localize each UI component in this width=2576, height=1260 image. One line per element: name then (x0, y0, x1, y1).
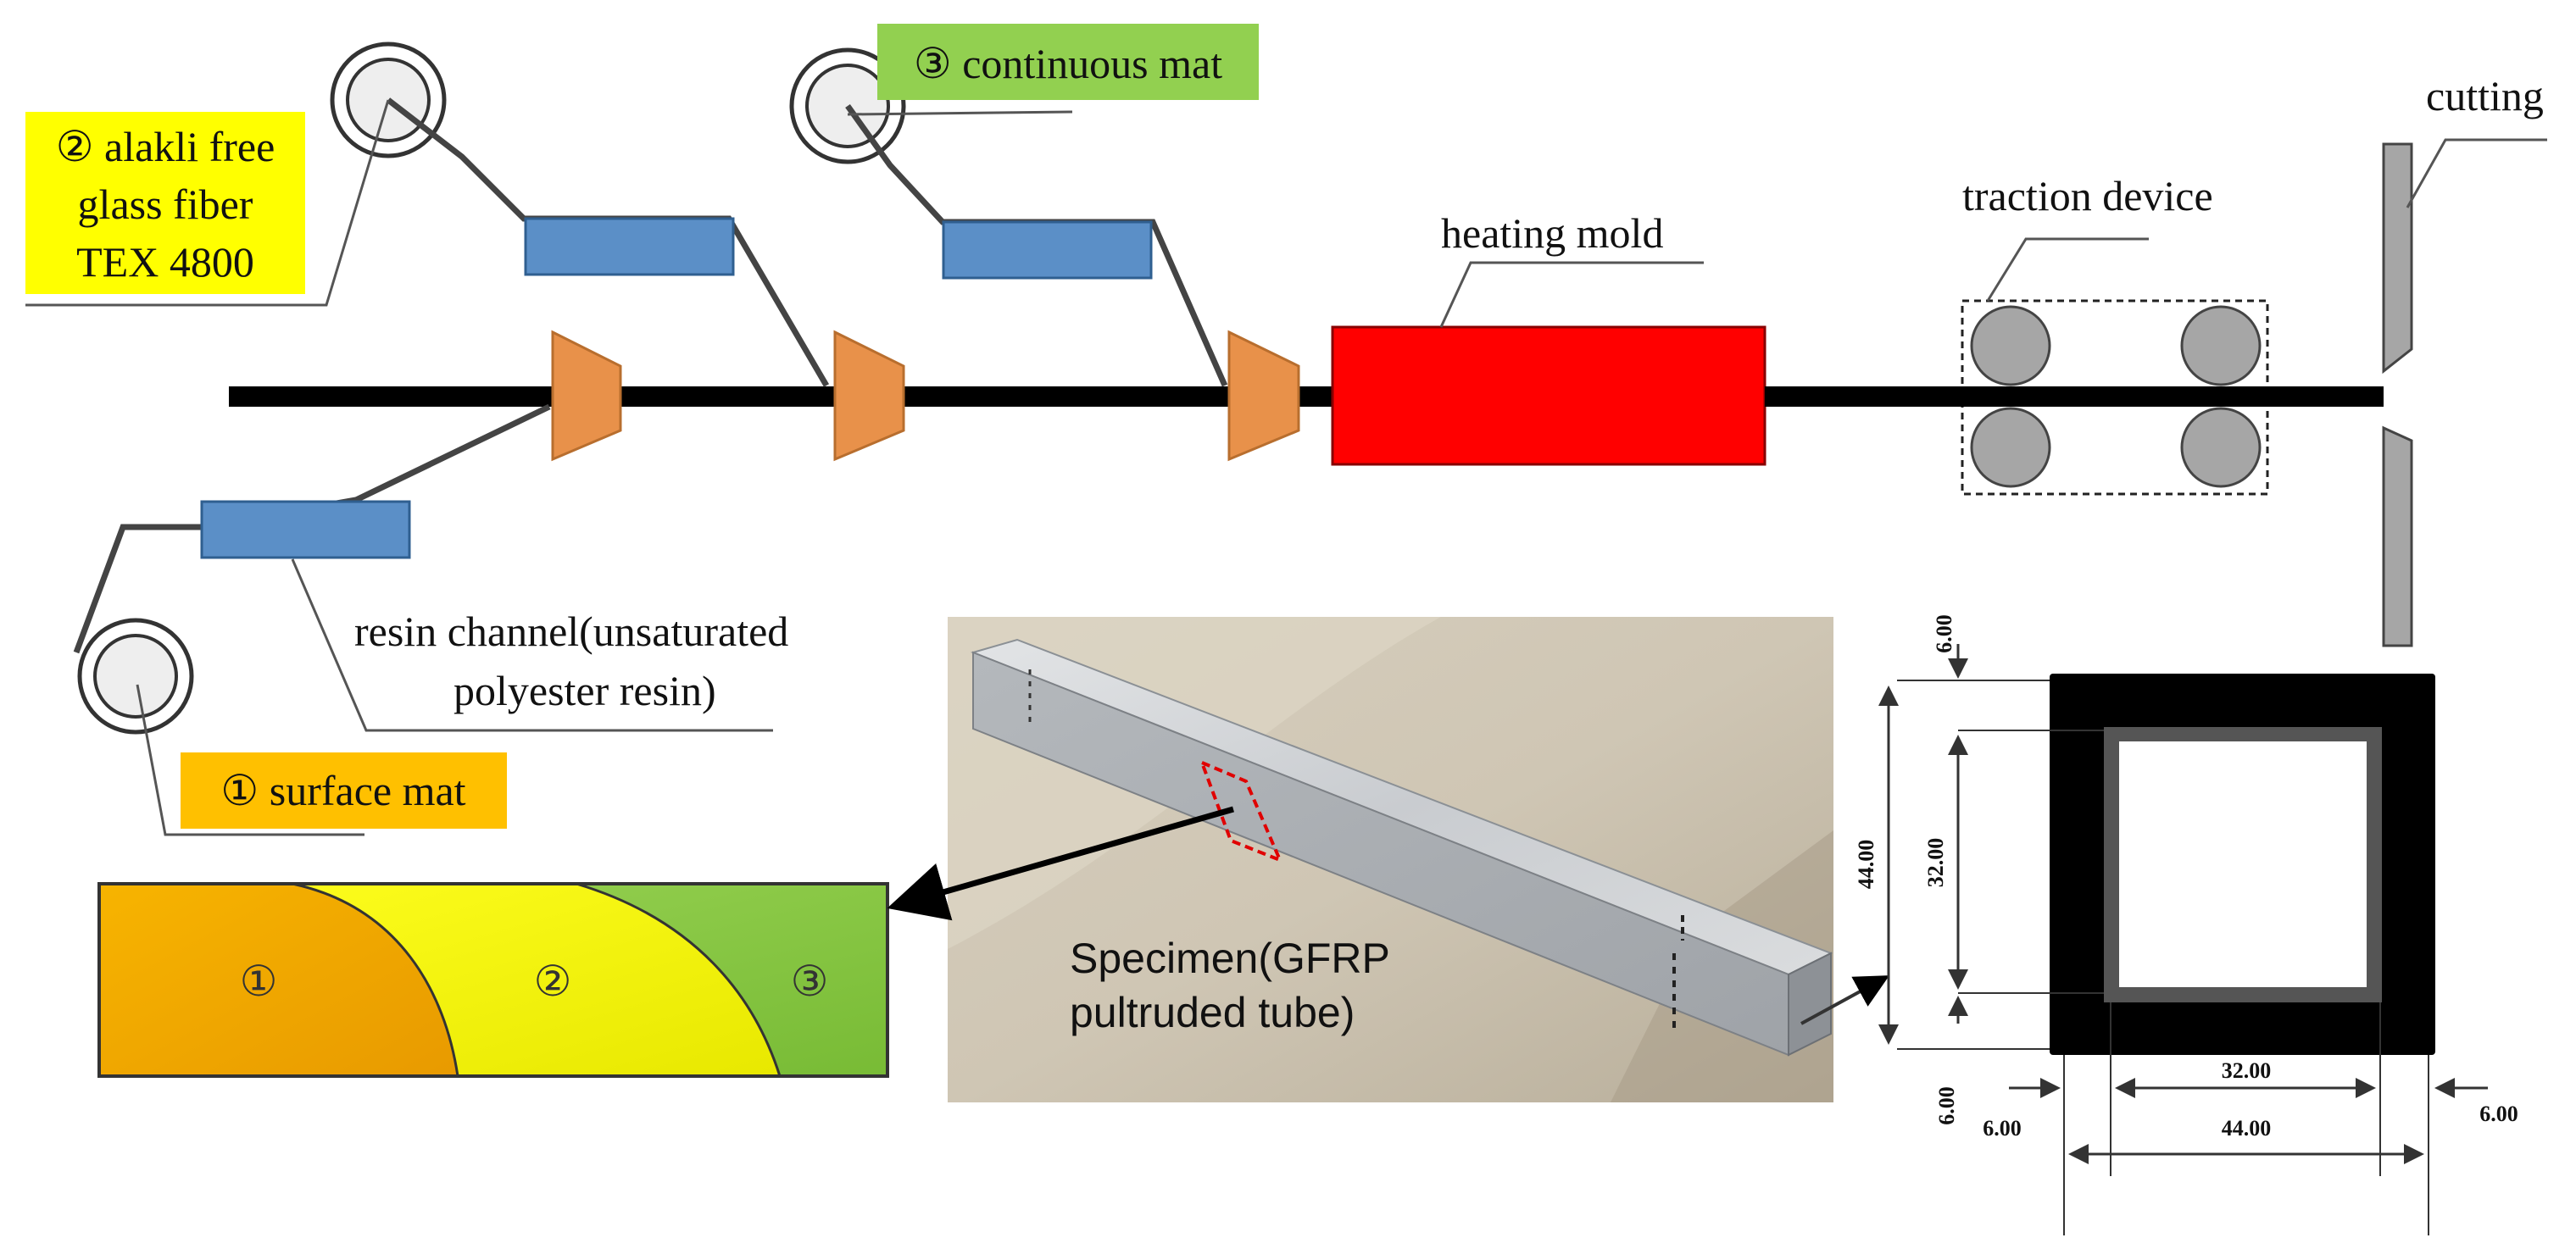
specimen-photo: Specimen(GFRP pultruded tube) (887, 617, 1890, 1102)
specimen-label-line2: pultruded tube) (1070, 989, 1355, 1036)
cutting-label: cutting (2426, 72, 2544, 119)
specimen-to-layers-arrow (887, 806, 1234, 921)
sample-location-marker (1199, 759, 1283, 863)
traction-roller-bottom-right (2180, 407, 2262, 488)
zone-3-label: ③ (791, 957, 829, 1005)
surface-mat-leader (136, 684, 364, 836)
glass-fiber-label-line3: TEX 4800 (76, 238, 254, 286)
dim-inner-height: 32.00 (1923, 838, 1948, 888)
guide-plate-1 (551, 330, 622, 462)
specimen-label-line1: Specimen(GFRP (1070, 935, 1390, 982)
glass-fiber-tag (25, 112, 305, 294)
surface-mat-resin-box (200, 500, 411, 559)
dim-wall-right: 6.00 (2479, 1102, 2518, 1126)
surface-mat-spool (77, 618, 194, 735)
continuous-mat-tag (877, 24, 1259, 100)
tube-cross-section: 44.00 32.00 6.00 6.00 32.00 44.00 6.00 6… (1854, 614, 2518, 1235)
cutting-blade-bottom (2382, 425, 2413, 647)
dim-wall-left: 6.00 (1983, 1116, 2022, 1141)
resin-channel-leader (291, 558, 773, 732)
glass-fiber-leader (25, 99, 390, 307)
dim-wall-top: 6.00 (1932, 614, 1956, 653)
traction-roller-top-right (2180, 305, 2262, 386)
resin-channel-label-line2: polyester resin) (453, 667, 716, 714)
glass-fiber-resin-box (524, 217, 735, 276)
dim-inner-width: 32.00 (2222, 1058, 2272, 1083)
guide-plate-2 (833, 330, 905, 462)
heating-mold (1331, 325, 1766, 466)
traction-device-label: traction device (1962, 172, 2213, 219)
traction-device-leader (1986, 237, 2149, 302)
surface-mat-tag (181, 752, 507, 829)
traction-roller-top-left (1970, 305, 2051, 386)
dim-outer-height: 44.00 (1854, 840, 1878, 890)
guide-plate-3 (1227, 330, 1300, 462)
zone-2-label: ② (534, 957, 572, 1005)
traction-roller-bottom-left (1970, 407, 2051, 488)
specimen-tube-end (1788, 952, 1832, 1057)
surface-mat-label: ① surface mat (220, 767, 465, 814)
zone-1-area (99, 884, 458, 1076)
continuous-mat-resin-box (942, 220, 1153, 280)
resin-channel-label-line1: resin channel(unsaturated (354, 608, 788, 655)
heating-mold-leader (1439, 261, 1704, 328)
dim-wall-bottom-left: 6.00 (1934, 1086, 1959, 1125)
dim-outer-width: 44.00 (2222, 1116, 2272, 1141)
glass-fiber-label-line1: ② alakli free (56, 123, 275, 170)
glass-fiber-strand (386, 97, 830, 387)
zone-1-label: ① (240, 957, 278, 1005)
specimen-to-section-arrow (1800, 975, 1890, 1025)
tube-hollow (2119, 741, 2367, 987)
layer-distribution-bar: ① ② ③ (97, 882, 889, 1078)
heating-mold-label: heating mold (1441, 209, 1663, 257)
glass-fiber-label-line2: glass fiber (78, 180, 253, 228)
continuous-mat-leader (847, 110, 1073, 116)
cutting-blade-top (2382, 142, 2413, 375)
cutting-leader (2406, 138, 2547, 208)
continuous-mat-label: ③ continuous mat (914, 40, 1222, 87)
